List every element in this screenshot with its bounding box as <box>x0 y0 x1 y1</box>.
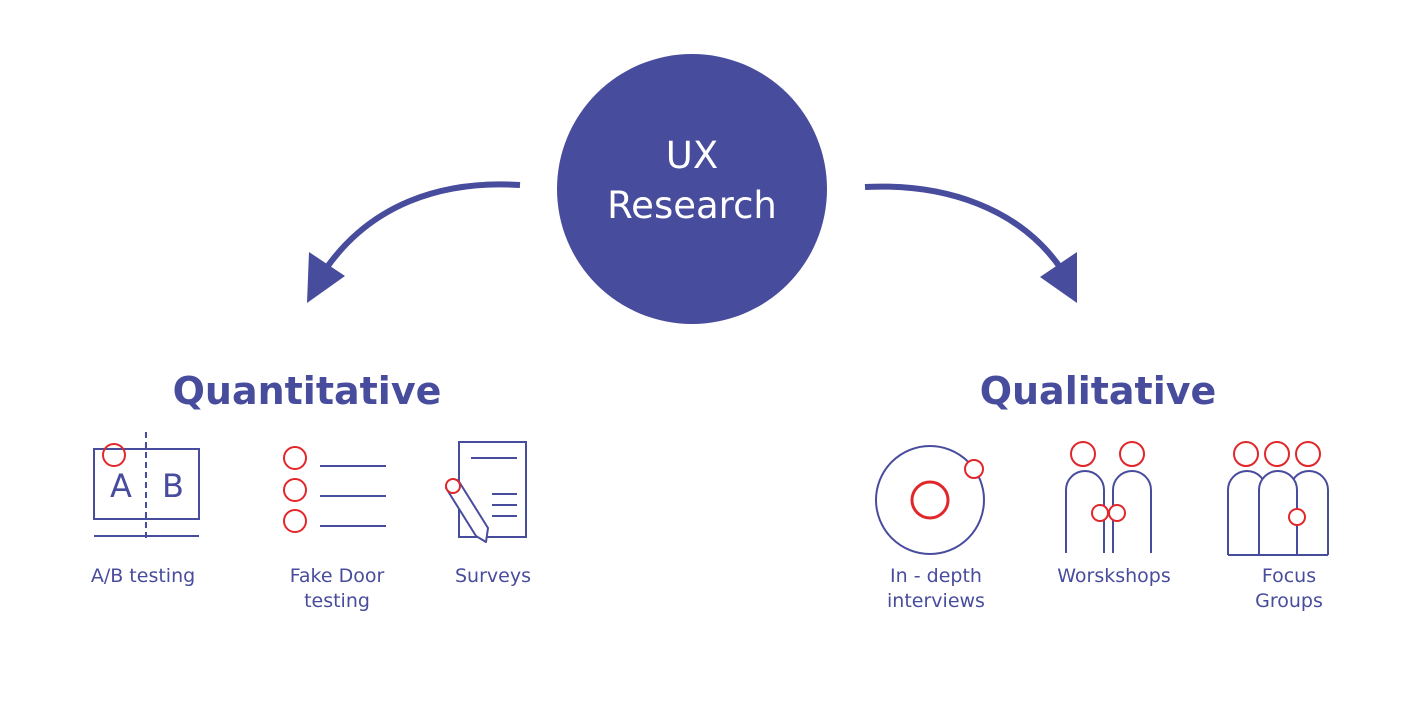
survey-icon <box>445 441 527 543</box>
ab-test-marker <box>102 443 126 467</box>
focus-group-body-2 <box>1258 470 1298 555</box>
right-arrow <box>864 183 1077 303</box>
interview-label-line1: In - depth <box>890 565 982 587</box>
focus-group-label-line1: Focus <box>1262 565 1316 587</box>
focus-group-label-line2: Groups <box>1255 590 1323 612</box>
interview-icon <box>875 445 985 555</box>
workshop-hand-1 <box>1091 504 1109 522</box>
right-arrow-head <box>1040 252 1077 303</box>
left-arrow-shaft <box>322 181 521 272</box>
center-circle <box>557 54 827 324</box>
focus-group-head-2 <box>1264 441 1290 467</box>
workshop-head-1 <box>1070 441 1096 467</box>
ab-test-letter-b: B <box>162 467 184 505</box>
interview-label-line2: interviews <box>887 590 985 612</box>
workshop-icon <box>1065 441 1152 553</box>
ab-test-letter-a: A <box>110 467 132 505</box>
left-arrow <box>307 181 521 303</box>
fake-door-label-line1: Fake Door <box>290 565 385 587</box>
workshop-label: Worskshops <box>1057 565 1171 587</box>
center-title-line2: Research <box>607 184 777 227</box>
left-arrow-head <box>307 252 345 303</box>
workshop-body-2 <box>1112 470 1152 553</box>
qualitative-title: Qualitative <box>980 369 1217 413</box>
interview-marker <box>964 459 984 479</box>
workshop-hand-2 <box>1108 504 1126 522</box>
ab-test-icon: A B <box>93 432 200 538</box>
ab-test-label: A/B testing <box>91 565 195 587</box>
fake-door-dot-3 <box>283 509 307 533</box>
center-title-line1: UX <box>666 134 718 177</box>
focus-group-head-1 <box>1233 441 1259 467</box>
workshop-head-2 <box>1119 441 1145 467</box>
focus-group-head-3 <box>1295 441 1321 467</box>
interview-outer-ring <box>875 445 985 555</box>
survey-label: Surveys <box>455 565 531 587</box>
focus-group-icon <box>1227 441 1329 556</box>
right-arrow-shaft <box>864 183 1065 272</box>
fake-door-dot-2 <box>283 478 307 502</box>
fake-door-dot-1 <box>283 446 307 470</box>
fake-door-label-line2: testing <box>304 590 370 612</box>
fake-door-icon <box>283 446 386 533</box>
survey-marker <box>445 478 461 494</box>
ab-test-frame <box>93 448 200 520</box>
quantitative-title: Quantitative <box>173 369 442 413</box>
focus-group-marker <box>1288 508 1306 526</box>
workshop-body-1 <box>1065 470 1105 553</box>
center-node: UX Research <box>557 54 827 324</box>
interview-center-dot <box>910 480 950 520</box>
